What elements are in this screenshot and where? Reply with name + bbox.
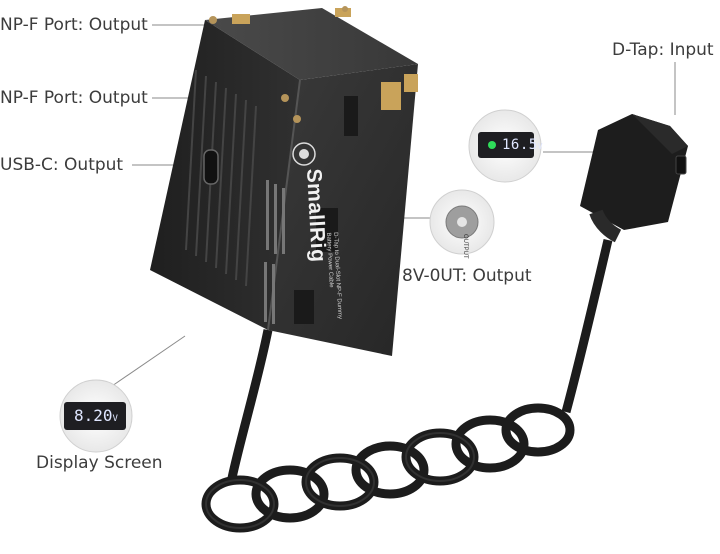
input-voltage-readout: 16.5V: [502, 137, 543, 153]
input-voltage-value: 16.5: [502, 137, 538, 153]
indicator-led: [488, 141, 496, 149]
output-lcd: [64, 402, 126, 430]
output-voltage-readout: 8.20V: [74, 406, 118, 425]
smallrig-logo-mark: [292, 142, 316, 166]
output-port-marking: OUTPUT: [462, 234, 468, 259]
input-voltage-unit: V: [537, 142, 544, 151]
label-npf-port-output-1: NP-F Port: Output: [0, 15, 148, 35]
output-voltage-value: 8.20: [74, 406, 113, 425]
label-usb-c-output: USB-C: Output: [0, 155, 124, 175]
gold-contact: [404, 74, 418, 92]
label-npf-port-output-2: NP-F Port: Output: [0, 88, 148, 108]
gold-contact: [381, 82, 401, 110]
label-8v-out-output: 8V-0UT: Output: [402, 266, 532, 286]
gold-contact: [232, 14, 250, 24]
label-display-screen: Display Screen: [36, 453, 163, 473]
gold-contact: [335, 8, 351, 17]
output-voltage-unit: V: [112, 414, 118, 424]
usb-c-port: [203, 149, 219, 185]
label-dtap-input: D-Tap: Input: [612, 40, 714, 60]
input-lcd: [478, 132, 534, 158]
battery-body: [150, 6, 418, 356]
dtap-connector: [580, 114, 688, 243]
